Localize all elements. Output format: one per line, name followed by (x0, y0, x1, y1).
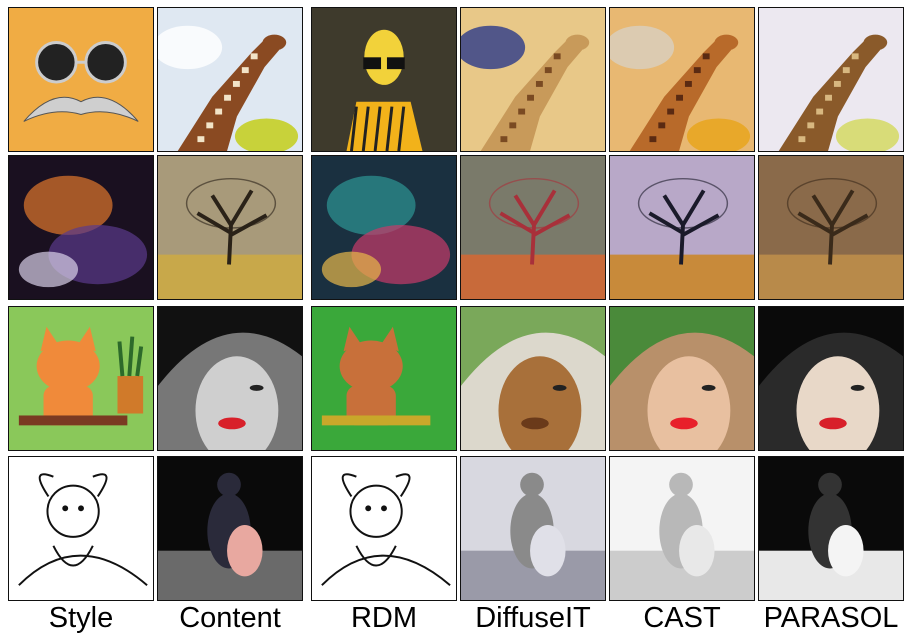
image-illustration (759, 457, 903, 600)
image-illustration (9, 156, 153, 299)
image-illustration (461, 156, 605, 299)
column-label-parasol: PARASOL (763, 602, 899, 634)
image-illustration (610, 8, 754, 151)
image-woman-in-hat-rdm (311, 306, 457, 451)
column-label-content: Content (179, 602, 281, 634)
image-giraffe-content (157, 7, 303, 152)
image-tree-cast (609, 155, 755, 300)
image-couple-on-rocks-style (8, 456, 154, 601)
image-couple-on-rocks-diffuseit (460, 456, 606, 601)
image-giraffe-style (8, 7, 154, 152)
image-giraffe-cast (609, 7, 755, 152)
image-illustration (610, 307, 754, 450)
image-woman-in-hat-diffuseit (460, 306, 606, 451)
image-illustration (312, 307, 456, 450)
image-woman-in-hat-style (8, 306, 154, 451)
image-woman-in-hat-parasol (758, 306, 904, 451)
image-tree-parasol (758, 155, 904, 300)
image-illustration (158, 8, 302, 151)
image-tree-rdm (311, 155, 457, 300)
column-label-cast: CAST (643, 602, 721, 634)
image-illustration (461, 8, 605, 151)
image-tree-style (8, 155, 154, 300)
image-illustration (158, 457, 302, 600)
image-illustration (9, 8, 153, 151)
image-couple-on-rocks-cast (609, 456, 755, 601)
image-giraffe-diffuseit (460, 7, 606, 152)
image-illustration (610, 156, 754, 299)
image-tree-diffuseit (460, 155, 606, 300)
column-label-style: Style (48, 602, 114, 634)
image-illustration (158, 156, 302, 299)
image-illustration (759, 307, 903, 450)
image-couple-on-rocks-content (157, 456, 303, 601)
image-illustration (610, 457, 754, 600)
image-illustration (158, 307, 302, 450)
image-illustration (9, 457, 153, 600)
image-tree-content (157, 155, 303, 300)
image-giraffe-rdm (311, 7, 457, 152)
image-illustration (312, 8, 456, 151)
image-illustration (461, 307, 605, 450)
image-couple-on-rocks-rdm (311, 456, 457, 601)
column-label-rdm: RDM (350, 602, 418, 634)
image-illustration (759, 156, 903, 299)
image-giraffe-parasol (758, 7, 904, 152)
image-couple-on-rocks-parasol (758, 456, 904, 601)
column-label-diffuseit: DiffuseIT (475, 602, 591, 634)
image-illustration (461, 457, 605, 600)
image-illustration (312, 457, 456, 600)
image-woman-in-hat-content (157, 306, 303, 451)
image-woman-in-hat-cast (609, 306, 755, 451)
image-illustration (759, 8, 903, 151)
image-illustration (9, 307, 153, 450)
image-illustration (312, 156, 456, 299)
